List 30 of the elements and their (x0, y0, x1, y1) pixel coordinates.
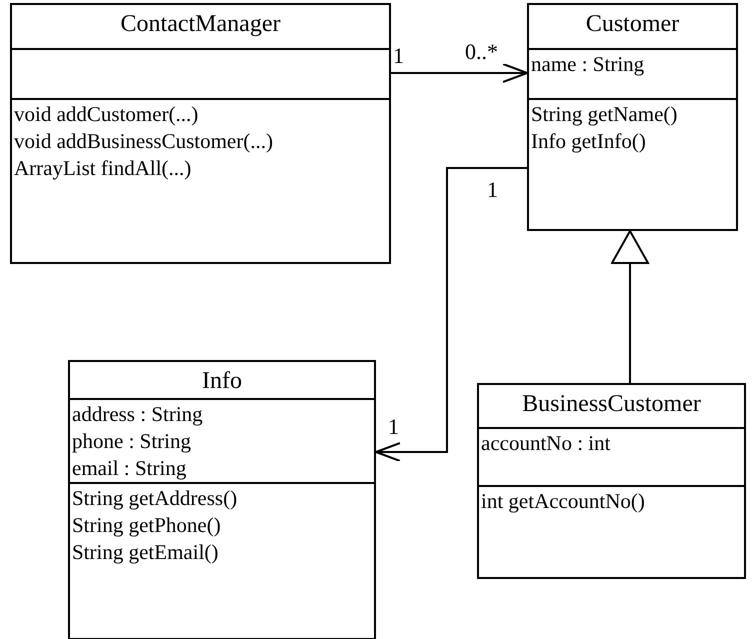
class-compartment (70, 398, 374, 482)
member-text: String getPhone() (72, 512, 221, 539)
member-text: name : String (531, 51, 644, 78)
member-text: String getEmail() (72, 539, 218, 566)
member-text: ArrayList findAll(...) (14, 155, 192, 182)
class-box (477, 383, 746, 579)
class-box (68, 360, 376, 639)
multiplicity-label: 1 (487, 178, 498, 202)
member-text: void addBusinessCustomer(...) (14, 128, 273, 155)
member-text: accountNo : int (481, 430, 610, 457)
member-text: Info getInfo() (531, 128, 646, 155)
class-box (527, 3, 738, 231)
member-text: int getAccountNo() (481, 488, 645, 515)
class-name: Customer (584, 10, 680, 39)
multiplicity-label: 0..* (465, 40, 498, 64)
generalization-arrow (611, 230, 649, 383)
member-text: String getName() (531, 101, 678, 128)
class-name: ContactManager (120, 10, 282, 39)
member-text: phone : String (72, 428, 191, 455)
member-text: address : String (72, 401, 203, 428)
association-arrow (391, 63, 528, 83)
member-text: void addCustomer(...) (14, 101, 198, 128)
member-text: String getAddress() (72, 485, 238, 512)
class-name: Info (201, 367, 243, 396)
member-text: email : String (72, 455, 186, 482)
multiplicity-label: 1 (393, 44, 404, 68)
class-name: BusinessCustomer (521, 390, 702, 419)
class-box (10, 3, 391, 264)
multiplicity-label: 1 (388, 415, 399, 439)
association-arrow (375, 167, 527, 462)
